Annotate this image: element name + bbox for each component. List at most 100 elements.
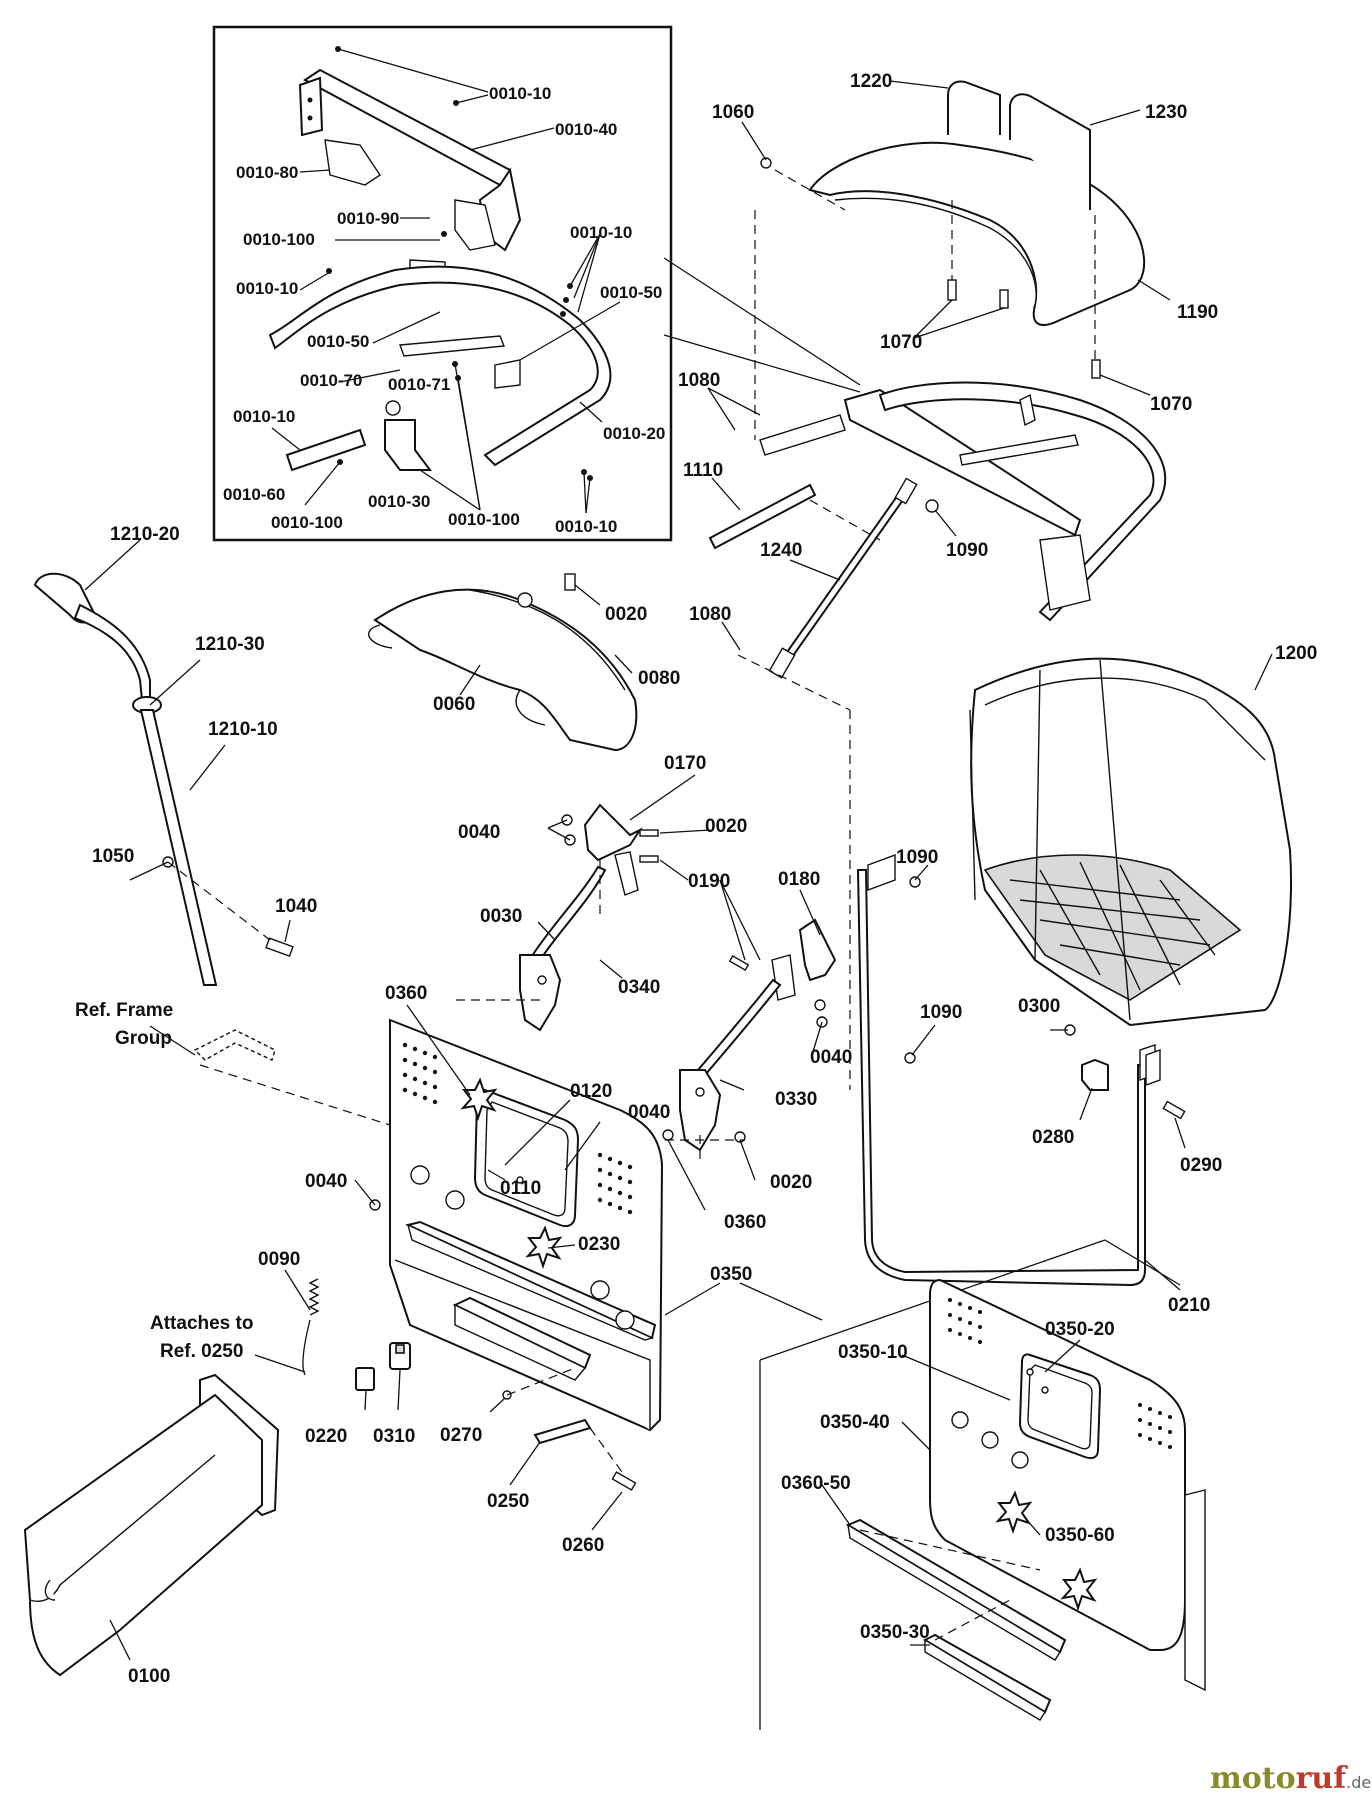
inset-box — [212, 25, 673, 542]
callout-0010-10: 0010-10 — [233, 407, 295, 426]
svg-text:motoruf.de: motoruf.de — [1210, 1761, 1371, 1796]
callout-0010-90: 0010-90 — [337, 209, 399, 228]
callout-0040: 0040 — [305, 1171, 347, 1192]
watermark-part: ruf — [1296, 1761, 1349, 1796]
watermark-part: .de — [1346, 1773, 1371, 1792]
callout-0350: 0350 — [710, 1264, 752, 1285]
top-cover-leaders — [741, 80, 1171, 440]
callout-0010-10: 0010-10 — [489, 84, 551, 103]
small-part-leaders — [254, 1269, 623, 1531]
watermark-part: moto — [1210, 1761, 1296, 1796]
callout-1070: 1070 — [1150, 394, 1192, 415]
callout-1070: 1070 — [880, 332, 922, 353]
callout-0020: 0020 — [705, 816, 747, 837]
callout-0210: 0210 — [1168, 1295, 1210, 1316]
main-panel-0350 — [369, 1018, 746, 1432]
callout-0090: 0090 — [258, 1249, 300, 1270]
callout-1210-30: 1210-30 — [195, 634, 265, 655]
lever-leaders — [84, 539, 291, 943]
callout-1080: 1080 — [689, 604, 731, 625]
detail-leaders — [819, 1339, 1081, 1646]
frame-rod-0210 — [856, 853, 1186, 1287]
callout-0260: 0260 — [562, 1535, 604, 1556]
callout-1090: 1090 — [946, 540, 988, 561]
attaches-label: Ref. 0250 — [160, 1341, 243, 1362]
callout-0220: 0220 — [305, 1426, 347, 1447]
callout-0350-20: 0350-20 — [1045, 1319, 1115, 1340]
callout-0310: 0310 — [373, 1426, 415, 1447]
callout-0350-10: 0350-10 — [838, 1342, 908, 1363]
callout-0280: 0280 — [1032, 1127, 1074, 1148]
callout-1090: 1090 — [920, 1002, 962, 1023]
callout-0180: 0180 — [778, 869, 820, 890]
callout-0010-10: 0010-10 — [570, 223, 632, 242]
callout-0360: 0360 — [724, 1212, 766, 1233]
lever-assembly — [33, 572, 294, 986]
callout-1080: 1080 — [678, 370, 720, 391]
callout-0030: 0030 — [480, 906, 522, 927]
strap-rod-leaders — [707, 387, 957, 1090]
callout-0230: 0230 — [578, 1234, 620, 1255]
cover-leaders — [459, 584, 633, 696]
callout-1110: 1110 — [683, 460, 723, 481]
callout-0110: 0110 — [500, 1178, 541, 1199]
callout-0170: 0170 — [664, 753, 706, 774]
callout-0020: 0020 — [605, 604, 647, 625]
callout-1190: 1190 — [1177, 302, 1218, 323]
callout-0340: 0340 — [618, 977, 660, 998]
callout-1240: 1240 — [760, 540, 802, 561]
callout-0350-30: 0350-30 — [860, 1622, 930, 1643]
callout-0020: 0020 — [770, 1172, 812, 1193]
ref-frame-label: Ref. Frame — [75, 1000, 173, 1021]
callout-0010-100: 0010-100 — [448, 510, 520, 529]
callout-0010-10: 0010-10 — [555, 517, 617, 536]
leader-0100 — [109, 1619, 131, 1661]
callout-1220: 1220 — [850, 71, 892, 92]
bracket-frame — [759, 381, 1167, 622]
callout-0250: 0250 — [487, 1491, 529, 1512]
callout-0290: 0290 — [1180, 1155, 1222, 1176]
callout-0040: 0040 — [810, 1047, 852, 1068]
leader-1200 — [1254, 653, 1273, 691]
callout-0080: 0080 — [638, 668, 680, 689]
callout-0010-60: 0010-60 — [223, 485, 285, 504]
callout-0010-70: 0010-70 — [300, 371, 362, 390]
callout-0330: 0330 — [775, 1089, 817, 1110]
inset-pointer-line — [663, 334, 861, 393]
callout-0350-60: 0350-60 — [1045, 1525, 1115, 1546]
panel-leaders — [199, 1004, 823, 1321]
callout-1230: 1230 — [1145, 102, 1187, 123]
part-callouts: 0010-10 0010-40 0010-80 0010-90 0010-100… — [75, 71, 1317, 1687]
watermark-logo: motoruf.de — [1210, 1761, 1371, 1796]
callout-0120: 0120 — [570, 1081, 612, 1102]
callout-0010-40: 0010-40 — [555, 120, 617, 139]
inset-pointer-line — [663, 257, 861, 386]
callout-1210-10: 1210-10 — [208, 719, 278, 740]
ref-frame-label: Group — [115, 1028, 172, 1049]
callout-0100: 0100 — [128, 1666, 170, 1687]
callout-0010-10: 0010-10 — [236, 279, 298, 298]
inset-leaders — [271, 48, 621, 514]
pedal-arm-0330 — [679, 918, 837, 1152]
chute-0100 — [23, 1373, 280, 1677]
callout-0010-100: 0010-100 — [243, 230, 315, 249]
callout-1200: 1200 — [1275, 643, 1317, 664]
top-cover-assembly — [760, 80, 1146, 379]
callout-1040: 1040 — [275, 896, 317, 917]
bag-basket-1200 — [969, 657, 1292, 1027]
detail-callout-line — [1104, 1239, 1181, 1286]
callout-0010-50: 0010-50 — [307, 332, 369, 351]
callout-1050: 1050 — [92, 846, 134, 867]
callout-0010-100: 0010-100 — [271, 513, 343, 532]
callout-0350-40: 0350-40 — [820, 1412, 890, 1433]
callout-0040: 0040 — [628, 1102, 670, 1123]
detail-rails — [845, 1518, 1067, 1721]
ref-frame-bracket — [149, 1025, 276, 1061]
pedal-leaders — [450, 774, 823, 1160]
pedal-arm-0340 — [519, 803, 659, 1032]
detail-panel-0350 — [929, 1278, 1206, 1692]
callout-0270: 0270 — [440, 1425, 482, 1446]
callout-0010-80: 0010-80 — [236, 163, 298, 182]
callout-0040: 0040 — [458, 822, 500, 843]
